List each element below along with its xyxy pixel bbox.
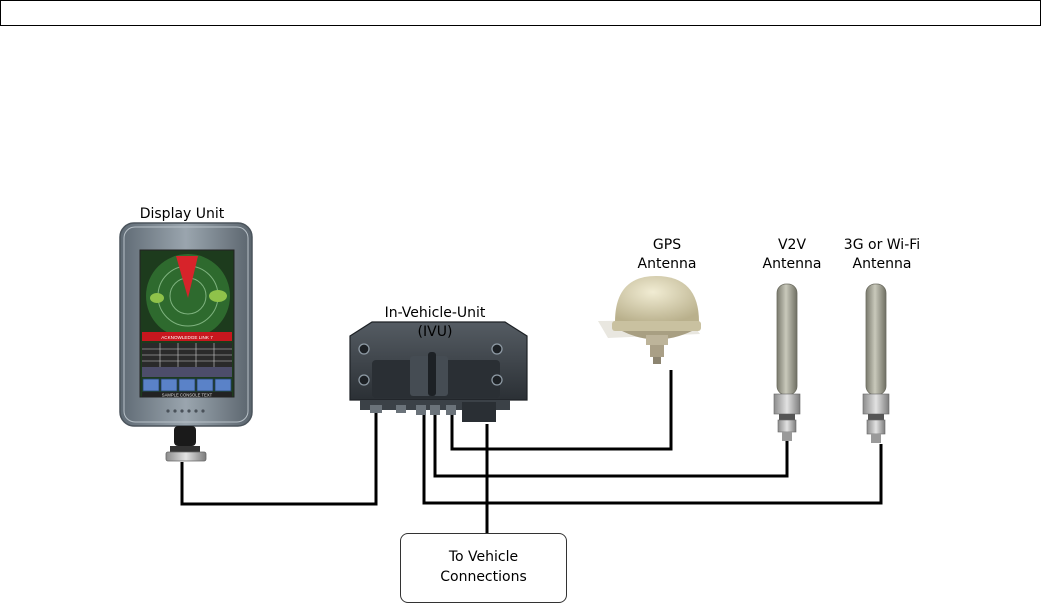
ivu-label-line1: In-Vehicle-Unit	[385, 305, 486, 321]
display-unit-device	[120, 223, 252, 461]
wifi-label-line2: Antenna	[853, 256, 912, 272]
gps-label-line1: GPS	[653, 237, 681, 253]
v2v-label-line2: Antenna	[763, 256, 822, 272]
v2v-label-line1: V2V	[778, 237, 806, 253]
ivu-label-line2: (IVU)	[418, 324, 453, 340]
display-unit-label: Display Unit	[112, 205, 252, 224]
ivu-label: In-Vehicle-Unit (IVU)	[360, 304, 510, 342]
vehicle-label-line1: To Vehicle	[401, 547, 566, 567]
vehicle-label-line2: Connections	[401, 567, 566, 587]
wifi-antenna-device	[863, 284, 889, 443]
display-screen-footer: SAMPLE CONSOLE TEXT	[162, 393, 213, 398]
wifi-label-line1: 3G or Wi-Fi	[844, 237, 920, 253]
v2v-antenna-device	[774, 284, 800, 441]
display-screen-banner: ACKNOWLEDGE LINK 7	[161, 335, 213, 340]
wifi-antenna-label: 3G or Wi-Fi Antenna	[822, 236, 942, 274]
vehicle-connections-box: To Vehicle Connections	[400, 533, 567, 603]
display-unit-text: Display Unit	[140, 206, 225, 222]
gps-label-line2: Antenna	[638, 256, 697, 272]
gps-antenna-label: GPS Antenna	[612, 236, 722, 274]
wire-wifi-to-ivu	[424, 415, 881, 503]
gps-antenna-device	[598, 276, 701, 364]
